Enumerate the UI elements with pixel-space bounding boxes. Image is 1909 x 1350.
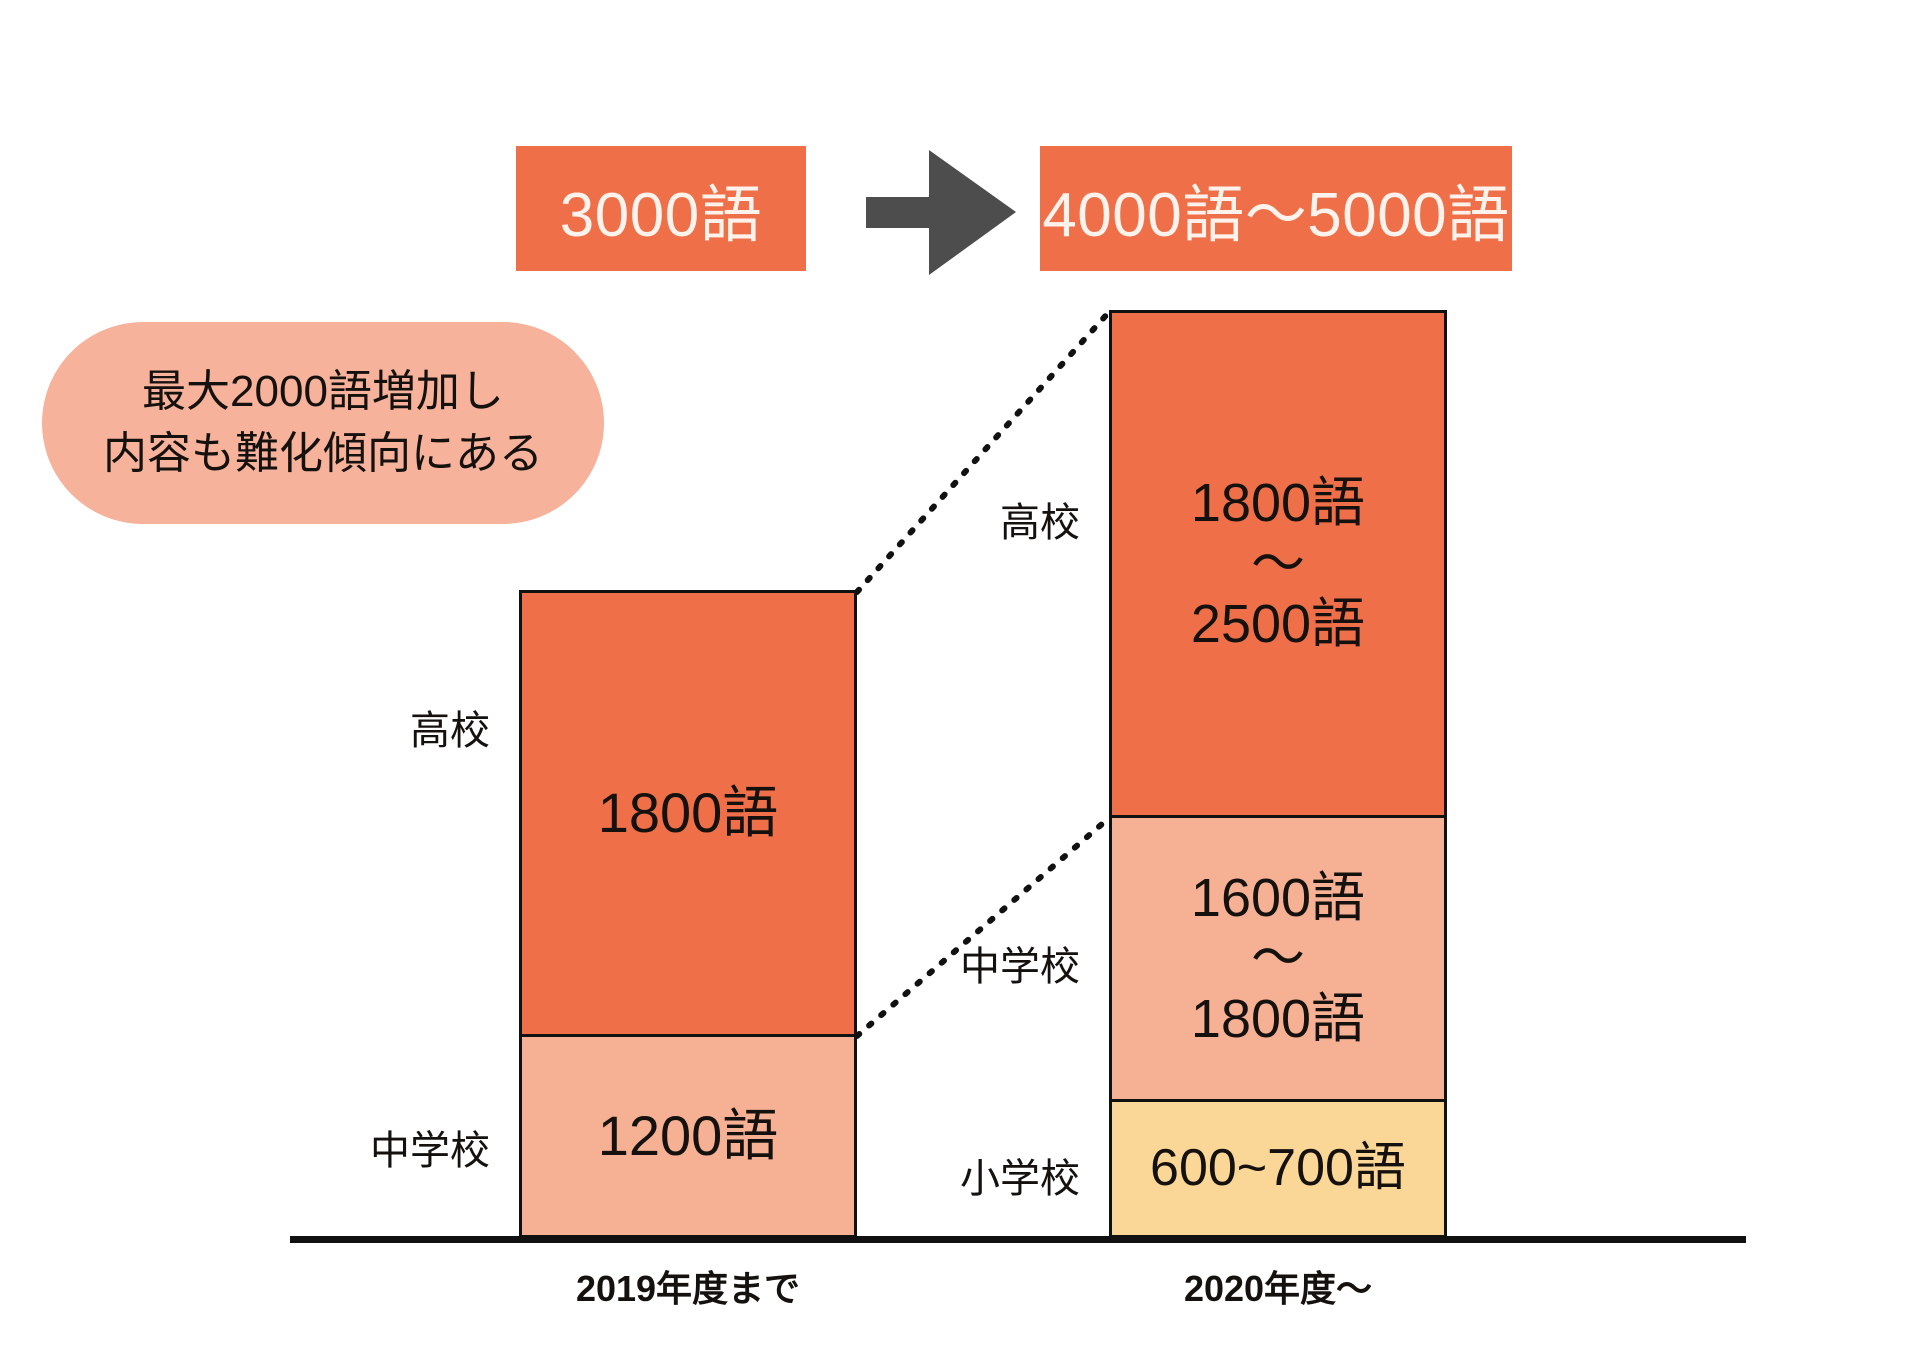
bar-2020: 1800語 〜 2500語 1600語 〜 1800語 600~700語 <box>1109 310 1447 1238</box>
connector-top-line <box>854 309 1112 595</box>
left-row-label-junior-high: 中学校 <box>370 1129 490 1173</box>
x-axis-label-2020: 2020年度〜 <box>1183 1268 1373 1309</box>
right-row-label-elementary: 小学校 <box>960 1157 1080 1201</box>
bar-segment-high-school-2020: 1800語 〜 2500語 <box>1109 310 1447 818</box>
segment-value-line-1: 600~700語 <box>1150 1139 1406 1198</box>
chart-baseline-axis <box>290 1236 1746 1243</box>
total-words-after-box: 4000語〜5000語 <box>1040 146 1512 271</box>
segment-value-line-1: 1800語 <box>1190 473 1366 534</box>
bar-segment-elementary-2020: 600~700語 <box>1109 1099 1447 1238</box>
connector-mid-line <box>854 815 1112 1039</box>
segment-value-line-3: 1800語 <box>1190 988 1366 1049</box>
bar-segment-junior-high-2019: 1200語 <box>519 1034 857 1238</box>
bar-segment-high-school-2019: 1800語 <box>519 590 857 1037</box>
right-row-label-high-school: 高校 <box>1000 501 1080 545</box>
segment-value-line-1: 1200語 <box>597 1103 779 1167</box>
segment-value-line-1: 1600語 <box>1190 867 1366 928</box>
total-words-before-box: 3000語 <box>516 146 806 271</box>
callout-line-1: 最大2000語増加し <box>142 366 504 416</box>
segment-value-line-2: 〜 <box>1251 928 1305 989</box>
segment-value-line-1: 1800語 <box>597 781 779 845</box>
segment-value-line-2: 〜 <box>1251 533 1305 594</box>
right-row-label-junior-high: 中学校 <box>960 945 1080 989</box>
increase-callout: 最大2000語増加し 内容も難化傾向にある <box>42 322 604 524</box>
bar-segment-junior-high-2020: 1600語 〜 1800語 <box>1109 815 1447 1102</box>
x-axis-label-2019: 2019年度まで <box>575 1268 801 1309</box>
arrow-right-icon <box>866 150 1016 275</box>
segment-value-line-3: 2500語 <box>1190 594 1366 655</box>
left-row-label-high-school: 高校 <box>410 709 490 753</box>
callout-line-2: 内容も難化傾向にある <box>103 429 543 478</box>
bar-2019: 1800語 1200語 <box>519 590 857 1238</box>
